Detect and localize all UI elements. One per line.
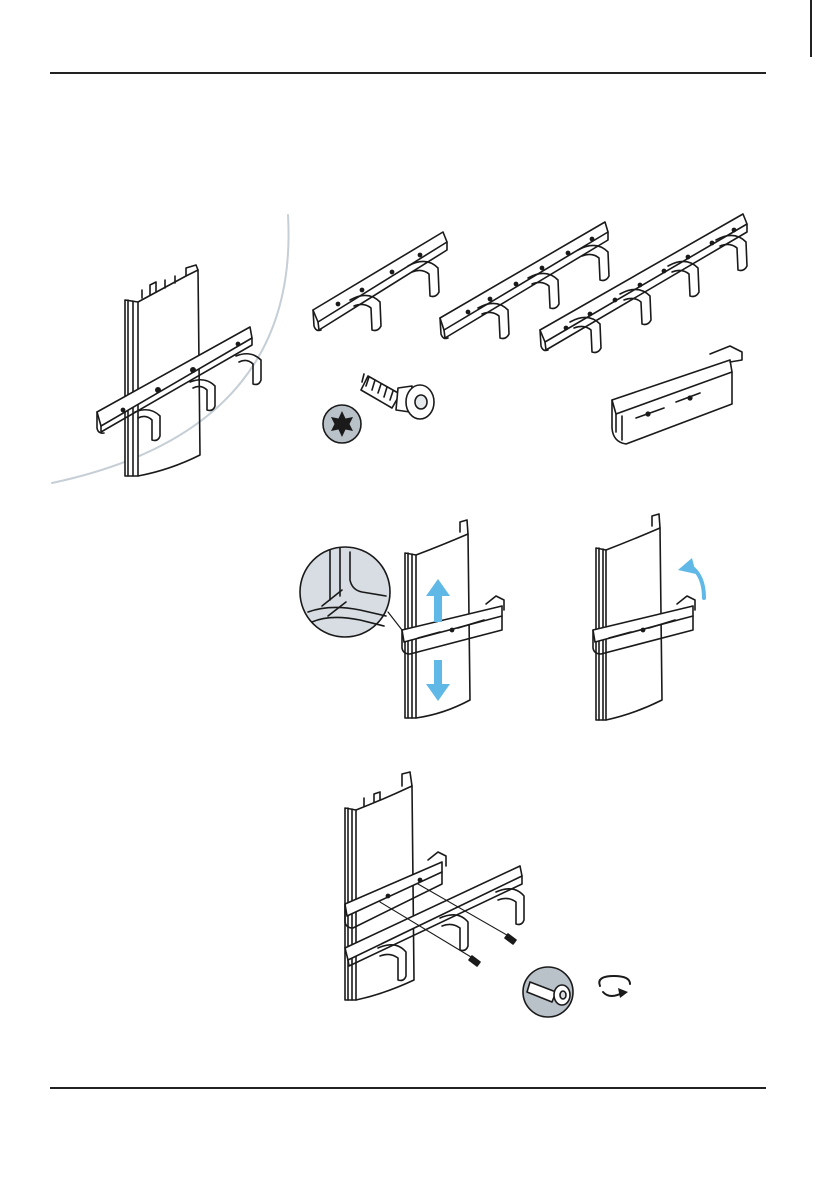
- parts-clip-bracket: [612, 346, 742, 444]
- parts-torx-badge: [323, 405, 361, 443]
- step-slide-bracket: [300, 520, 504, 718]
- rotate-clockwise-icon: [599, 976, 630, 998]
- curved-arrow-icon: [678, 558, 704, 598]
- parts-hook-bar-2: [313, 232, 447, 331]
- step-screw-assembly: [345, 772, 630, 1017]
- parts-screw: [361, 374, 434, 419]
- parts-hook-bar-4: [540, 214, 747, 353]
- parts-hook-bar-3: [440, 222, 609, 339]
- overview-panel-curve: [52, 215, 289, 483]
- assembled-overview: [97, 265, 261, 476]
- up-down-arrow-icon: [426, 579, 450, 701]
- step-tilt-bracket: [593, 514, 704, 720]
